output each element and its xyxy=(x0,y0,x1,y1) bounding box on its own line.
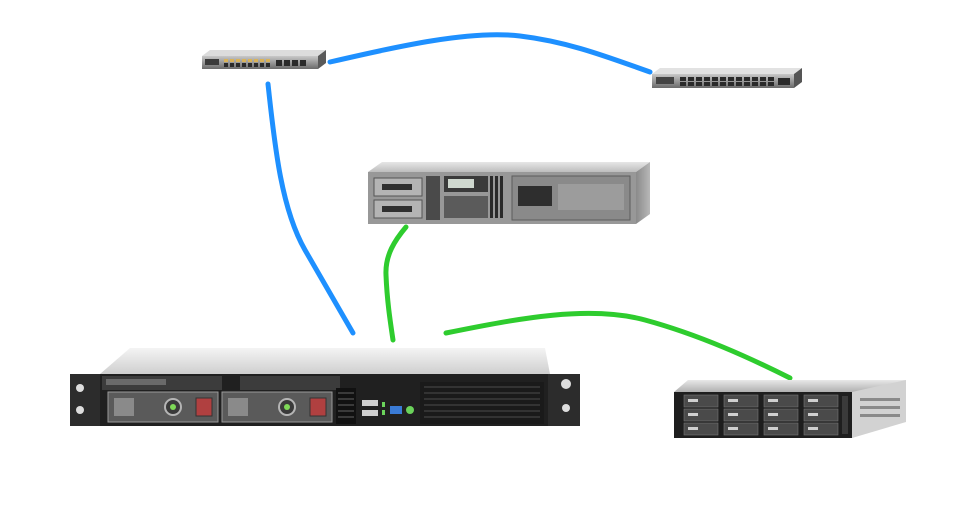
link-server-nas xyxy=(443,310,793,381)
links xyxy=(265,32,793,381)
tape-library-icon xyxy=(368,162,650,224)
switch-icon xyxy=(202,50,326,69)
link-switch1-server xyxy=(265,81,356,336)
server-icon xyxy=(70,348,580,426)
storage-array-icon xyxy=(674,380,906,438)
switch-icon xyxy=(652,68,802,88)
link-tape-server xyxy=(383,224,409,343)
link-switch1-switch2 xyxy=(327,32,653,75)
